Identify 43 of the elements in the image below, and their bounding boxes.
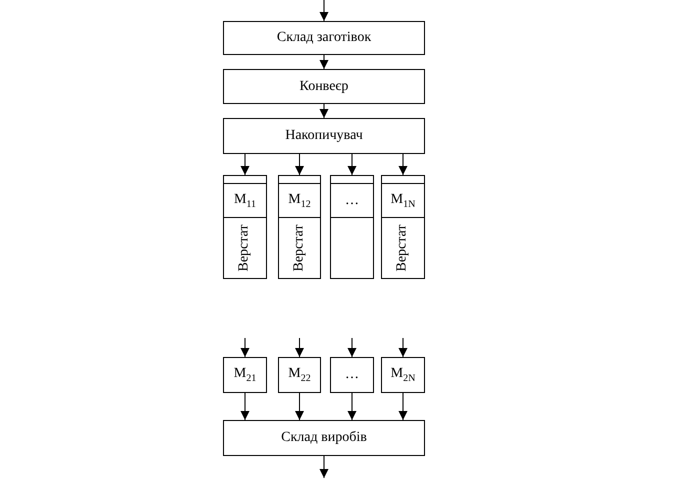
process-box (223, 69, 425, 104)
machine-type-label: Верстат (292, 224, 308, 272)
machine-label: … (345, 192, 359, 208)
arrow (240, 392, 250, 420)
arrow (240, 338, 250, 358)
process-box (381, 357, 425, 393)
arrow (320, 456, 328, 478)
machine-label: M$_{12}$ (288, 192, 311, 210)
arrow (348, 154, 356, 176)
box-label: M$_{2N}$ (390, 366, 416, 384)
machine-column (330, 175, 374, 279)
process-box (223, 357, 267, 393)
arrow (240, 154, 250, 176)
arrow (295, 154, 304, 176)
box-label: Конвеєр (300, 78, 348, 94)
arrow (295, 338, 304, 358)
arrow (398, 338, 408, 358)
box-label: M$_{22}$ (288, 366, 311, 384)
machine-column (381, 175, 425, 279)
machine-column (278, 175, 321, 279)
arrow (348, 392, 356, 420)
machine-type-label: Верстат (395, 224, 411, 272)
box-label: Накопичувач (285, 128, 363, 144)
process-box (223, 21, 425, 55)
machine-label: M$_{1N}$ (390, 192, 416, 210)
process-box (223, 118, 425, 154)
arrow (320, 0, 328, 22)
arrow (398, 154, 408, 176)
box-label: Склад виробів (281, 430, 367, 446)
box-label: Склад заготівок (276, 30, 372, 46)
arrow (320, 104, 328, 118)
machine-type-label: Верстат (237, 224, 253, 272)
process-box (278, 357, 321, 393)
box-label: … (345, 367, 359, 383)
arrow (348, 338, 356, 358)
process-box (223, 420, 425, 456)
machine-label: M$_{11}$ (234, 192, 256, 210)
arrow (320, 54, 328, 70)
arrow (398, 392, 408, 420)
box-label: M$_{21}$ (234, 366, 256, 384)
process-box (330, 357, 374, 393)
machine-column (223, 175, 267, 279)
arrow (295, 392, 304, 420)
